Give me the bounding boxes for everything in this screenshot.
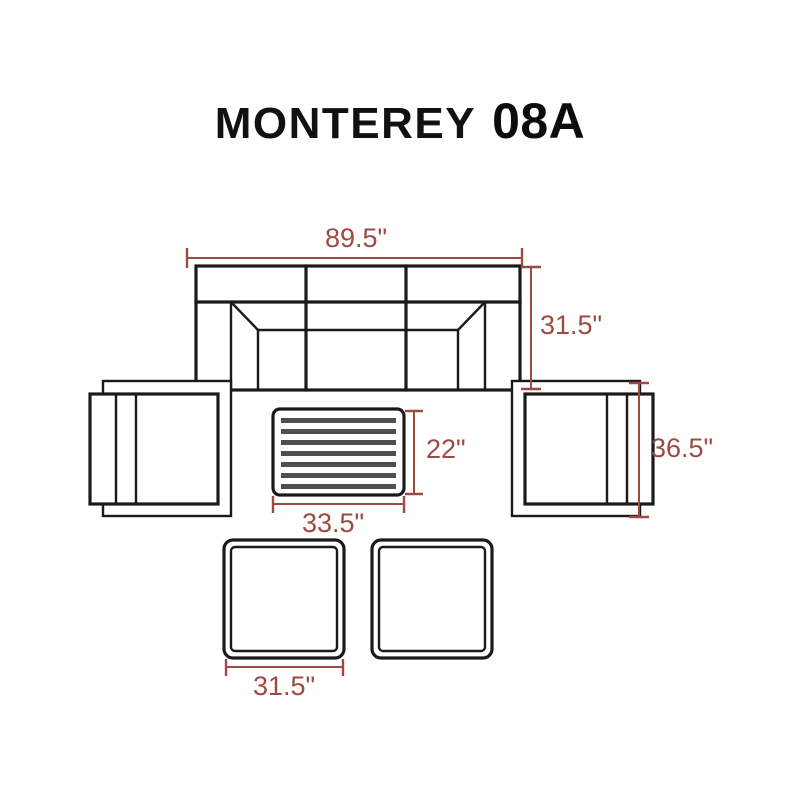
coffee-table-slat-7 <box>281 484 396 489</box>
coffee-table-slat-5 <box>281 462 396 467</box>
dimension-line-armchair-depth <box>629 381 649 519</box>
armchair-right-group <box>510 379 655 518</box>
armchair-left-group <box>88 379 233 518</box>
armchair-left-body <box>88 392 220 506</box>
coffee-table-slat-6 <box>281 473 396 478</box>
dimension-line-coffee-table-depth <box>405 409 423 496</box>
armchair-right-body <box>523 392 655 506</box>
coffee-table-group <box>271 407 406 497</box>
dimension-line-ottoman-width <box>224 659 345 676</box>
ottoman-left-inner <box>229 545 339 653</box>
sofa-arm-left-diagonal <box>229 300 260 332</box>
coffee-table-slat-1 <box>281 418 396 423</box>
coffee-table-slat-4 <box>281 451 396 456</box>
dimension-line-sofa-depth <box>521 265 541 391</box>
ottoman-right-group <box>370 538 494 660</box>
ottoman-left-group <box>222 538 346 660</box>
dimension-line-sofa-width <box>185 248 524 268</box>
sofa-group <box>194 264 522 392</box>
coffee-table-slat-2 <box>281 429 396 434</box>
coffee-table-slat-3 <box>281 440 396 445</box>
ottoman-right-inner <box>377 545 487 653</box>
dimension-line-coffee-table-width <box>271 496 406 513</box>
sofa-arm-right-diagonal <box>456 300 487 332</box>
sofa-outer-frame <box>194 264 522 392</box>
